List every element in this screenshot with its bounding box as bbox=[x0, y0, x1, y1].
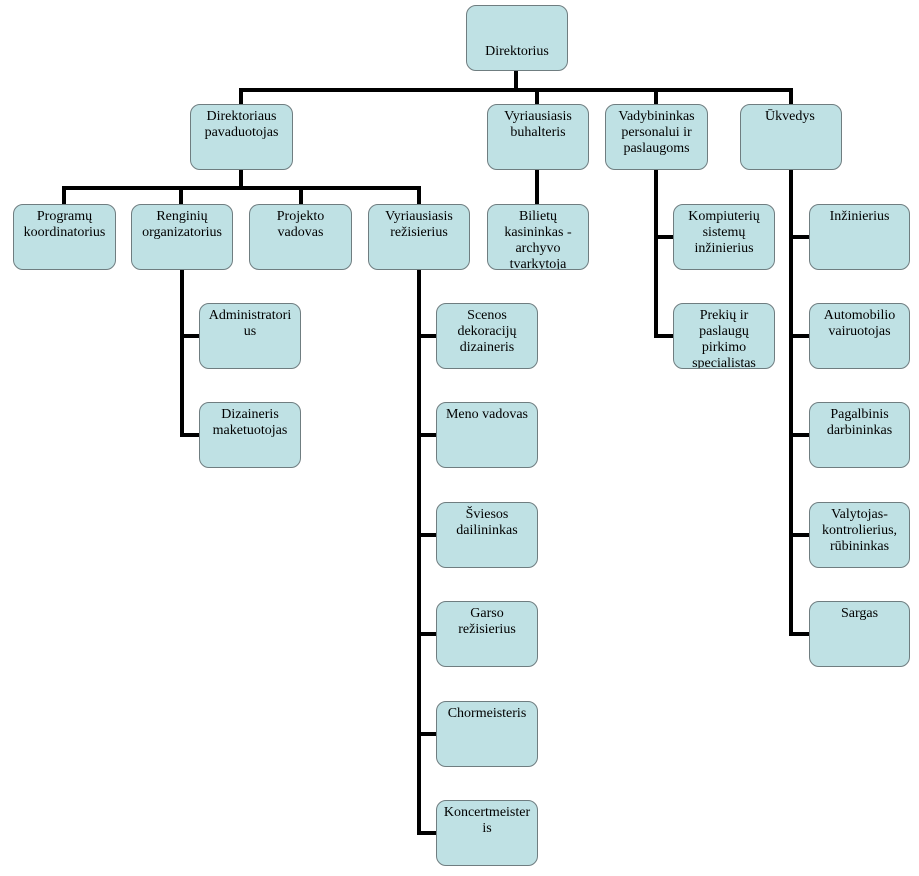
node-ticket-cashier-label: Bilietų kasininkas - archyvo tvarkytoja bbox=[504, 209, 572, 270]
node-guard-label: Sargas bbox=[840, 606, 879, 621]
node-cleaner-label: Valytojas- kontrolierius, rūbininkas bbox=[821, 507, 898, 554]
node-administrator[interactable]: Administratori us bbox=[199, 303, 301, 369]
node-sound-director-label: Garso režisierius bbox=[458, 606, 516, 637]
node-designer[interactable]: Dizaineris maketuotojas bbox=[199, 402, 301, 468]
node-accompanist[interactable]: Koncertmeister is bbox=[436, 800, 538, 866]
node-driver[interactable]: Automobilio vairuotojas bbox=[809, 303, 910, 369]
node-scenery-designer[interactable]: Scenos dekoracijų dizaineris bbox=[436, 303, 538, 369]
node-event-organizer[interactable]: Renginių organizatorius bbox=[131, 204, 233, 270]
node-hr-manager-label: Vadybininkas personalui ir paslaugoms bbox=[618, 109, 695, 156]
node-project-manager-label: Projekto vadovas bbox=[276, 209, 325, 240]
node-designer-label: Dizaineris maketuotojas bbox=[212, 407, 288, 438]
node-program-coordinators-label: Programų koordinatorius bbox=[23, 209, 106, 240]
node-procurement-label: Prekių ir paslaugų pirkimo specialistas bbox=[692, 308, 756, 369]
node-it-engineer-label: Kompiuterių sistemų inžinierius bbox=[688, 209, 760, 256]
node-caretaker[interactable]: Ūkvedys bbox=[740, 104, 842, 170]
node-engineer[interactable]: Inžinierius bbox=[809, 204, 910, 270]
node-choirmaster-label: Chormeisteris bbox=[447, 706, 527, 721]
node-scenery-designer-label: Scenos dekoracijų dizaineris bbox=[457, 308, 517, 355]
node-project-manager[interactable]: Projekto vadovas bbox=[249, 204, 352, 270]
node-driver-label: Automobilio vairuotojas bbox=[823, 308, 896, 339]
node-art-director-label: Meno vadovas bbox=[445, 407, 529, 422]
node-choirmaster[interactable]: Chormeisteris bbox=[436, 701, 538, 767]
node-chief-director-label: Vyriausiasis režisierius bbox=[385, 209, 453, 240]
node-hr-manager[interactable]: Vadybininkas personalui ir paslaugoms bbox=[605, 104, 708, 170]
node-administrator-label: Administratori us bbox=[208, 308, 292, 339]
node-helper[interactable]: Pagalbinis darbininkas bbox=[809, 402, 910, 468]
node-lighting-artist[interactable]: Šviesos dailininkas bbox=[436, 502, 538, 568]
node-it-engineer[interactable]: Kompiuterių sistemų inžinierius bbox=[673, 204, 775, 270]
node-guard[interactable]: Sargas bbox=[809, 601, 910, 667]
node-cleaner[interactable]: Valytojas- kontrolierius, rūbininkas bbox=[809, 502, 910, 568]
node-program-coordinators[interactable]: Programų koordinatorius bbox=[13, 204, 116, 270]
node-art-director[interactable]: Meno vadovas bbox=[436, 402, 538, 468]
node-procurement[interactable]: Prekių ir paslaugų pirkimo specialistas bbox=[673, 303, 775, 369]
node-director-label: Direktorius bbox=[485, 44, 549, 59]
node-chief-director[interactable]: Vyriausiasis režisierius bbox=[368, 204, 470, 270]
node-engineer-label: Inžinierius bbox=[829, 209, 890, 224]
node-chief-accountant[interactable]: Vyriausiasis buhalteris bbox=[487, 104, 589, 170]
node-accompanist-label: Koncertmeister is bbox=[443, 805, 531, 836]
node-deputy-label: Direktoriaus pavaduotojas bbox=[204, 109, 279, 140]
node-helper-label: Pagalbinis darbininkas bbox=[826, 407, 893, 438]
node-chief-accountant-label: Vyriausiasis buhalteris bbox=[504, 109, 572, 140]
node-caretaker-label: Ūkvedys bbox=[765, 109, 815, 124]
node-ticket-cashier[interactable]: Bilietų kasininkas - archyvo tvarkytoja bbox=[487, 204, 589, 270]
node-sound-director[interactable]: Garso režisierius bbox=[436, 601, 538, 667]
node-event-organizer-label: Renginių organizatorius bbox=[142, 209, 222, 240]
node-deputy[interactable]: Direktoriaus pavaduotojas bbox=[190, 104, 293, 170]
node-lighting-artist-label: Šviesos dailininkas bbox=[456, 507, 518, 538]
node-director[interactable]: Direktorius bbox=[466, 5, 568, 71]
